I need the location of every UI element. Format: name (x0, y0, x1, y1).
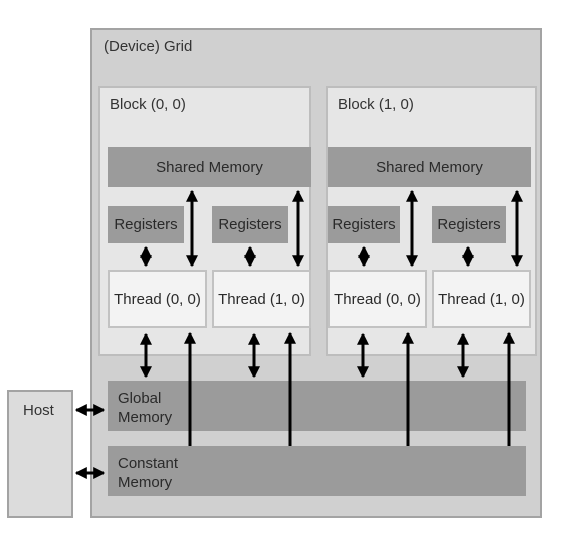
host-label: Host (23, 402, 54, 419)
block-1-thread-0: Thread (0, 0) (328, 270, 427, 328)
block-0-thread-1: Thread (1, 0) (212, 270, 311, 328)
device-grid-label: (Device) Grid (104, 38, 193, 55)
global-memory-label: Global Memory (118, 390, 173, 426)
constant-memory: Constant Memory (108, 446, 526, 496)
host: Host (7, 390, 73, 518)
block-1-registers-1: Registers (432, 206, 506, 243)
global-memory: Global Memory (108, 381, 526, 431)
block-0-thread-0: Thread (0, 0) (108, 270, 207, 328)
constant-memory-label: Constant Memory (118, 455, 179, 491)
block-0-registers-0: Registers (108, 206, 184, 243)
block-1-thread-1: Thread (1, 0) (432, 270, 531, 328)
block-1-registers-0: Registers (328, 206, 400, 243)
block-0-label: Block (0, 0) (110, 96, 186, 113)
block-1-shared-memory: Shared Memory (328, 147, 531, 187)
block-0-registers-1: Registers (212, 206, 288, 243)
block-0-shared-memory: Shared Memory (108, 147, 311, 187)
block-1-label: Block (1, 0) (338, 96, 414, 113)
